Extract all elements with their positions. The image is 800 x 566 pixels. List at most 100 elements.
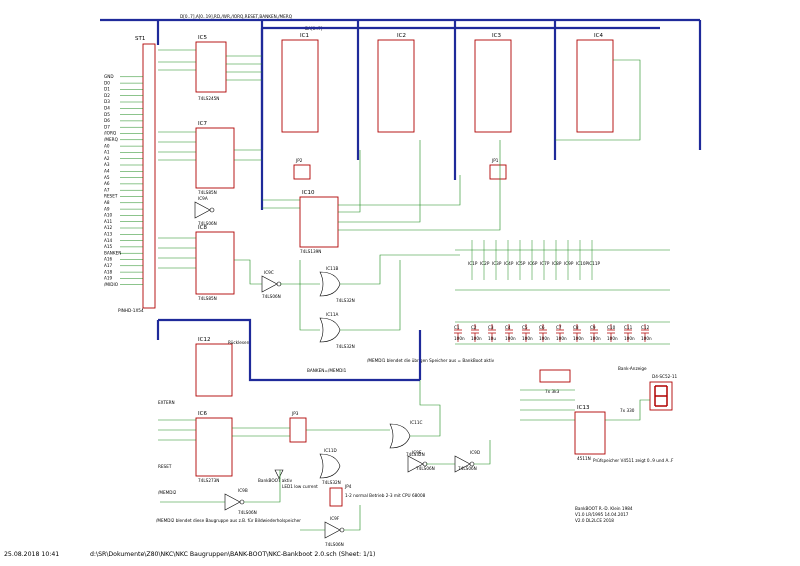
gate-ic9c: IC9C 74LS06N xyxy=(261,270,282,299)
jumper-jp2: JP2 xyxy=(293,158,311,180)
capacitor: C11 100n xyxy=(624,324,635,342)
svg-text:74LS06N: 74LS06N xyxy=(416,466,435,471)
connector-label: A10 xyxy=(104,213,113,218)
connector-label: A4 xyxy=(104,169,110,174)
top-bus-label: D[0..7],A[0..19],RD,/WR,/IORQ,RESET,BANK… xyxy=(180,14,293,19)
svg-text:Bank-Anzeige: Bank-Anzeige xyxy=(618,366,647,371)
svg-text:74LS139N: 74LS139N xyxy=(300,249,321,254)
svg-text:100n: 100n xyxy=(624,336,635,341)
svg-text:C12: C12 xyxy=(641,325,650,330)
connector-label: /IORQ xyxy=(104,131,117,136)
capacitor: C5 100n xyxy=(522,324,533,342)
svg-text:10u: 10u xyxy=(488,336,496,341)
svg-text:IC13: IC13 xyxy=(577,405,590,411)
svg-text:IC11B: IC11B xyxy=(326,266,338,271)
connector-label: BANKEN xyxy=(104,250,121,255)
resistor-network: 7x 3k3 7x 330 xyxy=(539,369,635,413)
svg-text:IC3: IC3 xyxy=(492,33,501,39)
svg-text:100n: 100n xyxy=(471,336,482,341)
footer-path: d:\SR\Dokumente\Z80\NKC\NKC Baugruppen\B… xyxy=(90,551,375,558)
jumper-jp3: JP3 xyxy=(289,411,307,443)
svg-text:IC9F: IC9F xyxy=(330,516,340,521)
jumper-jp1: JP1 xyxy=(489,158,507,180)
connector-label: D0 xyxy=(104,80,110,85)
ic-power-label: IC3P xyxy=(492,261,502,266)
chip-ic5: IC5 74LS245N xyxy=(195,35,227,101)
connector-label: D4 xyxy=(104,106,110,111)
svg-text:74LS06N: 74LS06N xyxy=(262,294,281,299)
note-memdi1: /MEMDI1 blendet die übrigen Speicher aus… xyxy=(367,358,495,363)
connector-label: /MIDIO xyxy=(104,282,119,287)
svg-text:100n: 100n xyxy=(607,336,618,341)
chip-ic1: IC1 xyxy=(281,33,319,133)
capacitor: C12 100n xyxy=(641,324,652,342)
svg-text:100n: 100n xyxy=(522,336,533,341)
connector-label: A7 xyxy=(104,187,110,192)
gate-ic11c: IC11C 74LS32N xyxy=(389,420,425,457)
connector-label: /MERQ xyxy=(104,137,119,142)
svg-text:IC2: IC2 xyxy=(397,33,406,39)
svg-text:100n: 100n xyxy=(505,336,516,341)
connector-label: A18 xyxy=(104,269,113,274)
svg-text:LED1 low current: LED1 low current xyxy=(282,484,318,489)
svg-text:74LS06N: 74LS06N xyxy=(198,221,217,226)
svg-text:74LS06N: 74LS06N xyxy=(238,510,257,515)
connector-label: A15 xyxy=(104,244,113,249)
svg-text:IC11C: IC11C xyxy=(410,420,422,425)
svg-text:C10: C10 xyxy=(607,325,616,330)
footer-date: 25.08.2018 10:41 xyxy=(4,551,59,558)
svg-text:7x 3k3: 7x 3k3 xyxy=(545,389,560,394)
svg-text:100n: 100n xyxy=(454,336,465,341)
connector-label: A3 xyxy=(104,162,110,167)
svg-text:IC11D: IC11D xyxy=(324,448,337,453)
svg-text:74LS273N: 74LS273N xyxy=(198,478,219,483)
connector-label: A8 xyxy=(104,200,110,205)
svg-text:C4: C4 xyxy=(505,325,511,330)
svg-text:C5: C5 xyxy=(522,325,528,330)
svg-text:C11: C11 xyxy=(624,325,633,330)
svg-text:74LS32N: 74LS32N xyxy=(322,480,341,485)
svg-text:IC9B: IC9B xyxy=(238,488,248,493)
svg-text:4511N: 4511N xyxy=(577,456,591,461)
label-reset: RESET xyxy=(158,464,172,469)
led1: BankBOOT aktiv LED1 low current xyxy=(258,469,318,489)
svg-text:74LS245N: 74LS245N xyxy=(198,96,219,101)
note-pruef: Prüfspeicher V4511 zeigt 0..9 und A..F xyxy=(593,458,674,463)
svg-text:C9: C9 xyxy=(590,325,596,330)
svg-text:PINHD-1X54: PINHD-1X54 xyxy=(118,308,144,313)
connector-label: GND xyxy=(104,74,114,79)
chip-ic8: IC8 74LS85N xyxy=(195,225,235,301)
svg-text:74LS32N: 74LS32N xyxy=(406,452,425,457)
note-jp4: 1-2 normal Betrieb 2-3 mit CPU 68008 xyxy=(345,493,426,498)
svg-text:74LS32N: 74LS32N xyxy=(336,298,355,303)
svg-text:74LS06N: 74LS06N xyxy=(458,466,477,471)
connector-label: RESET xyxy=(104,194,118,199)
svg-text:IC9D: IC9D xyxy=(470,450,480,455)
svg-text:100n: 100n xyxy=(573,336,584,341)
svg-text:IC9C: IC9C xyxy=(264,270,274,275)
connector-label: A5 xyxy=(104,175,110,180)
svg-text:C2: C2 xyxy=(471,325,477,330)
capacitor: C10 100n xyxy=(607,324,618,342)
connector-label: A13 xyxy=(104,232,113,237)
svg-text:IC8: IC8 xyxy=(198,225,207,231)
chip-ic12: IC12 Rücklesen xyxy=(195,337,250,397)
svg-text:IC11A: IC11A xyxy=(326,312,338,317)
svg-text:JP4: JP4 xyxy=(344,484,352,489)
chip-ic6: IC6 74LS273N xyxy=(195,411,233,483)
gate-ic9d: IC9D 74LS06N xyxy=(454,450,480,473)
chip-ic4: IC4 xyxy=(576,33,614,133)
svg-text:100n: 100n xyxy=(641,336,652,341)
connector-label: A9 xyxy=(104,206,110,211)
svg-text:74LS06N: 74LS06N xyxy=(325,542,344,547)
label-memdi2: /MEMDI2 xyxy=(158,490,177,495)
connector-label: D6 xyxy=(104,118,110,123)
ic-power-label: IC6P xyxy=(528,261,538,266)
svg-text:C6: C6 xyxy=(539,325,545,330)
ic-power-label: IC11P xyxy=(588,261,600,266)
